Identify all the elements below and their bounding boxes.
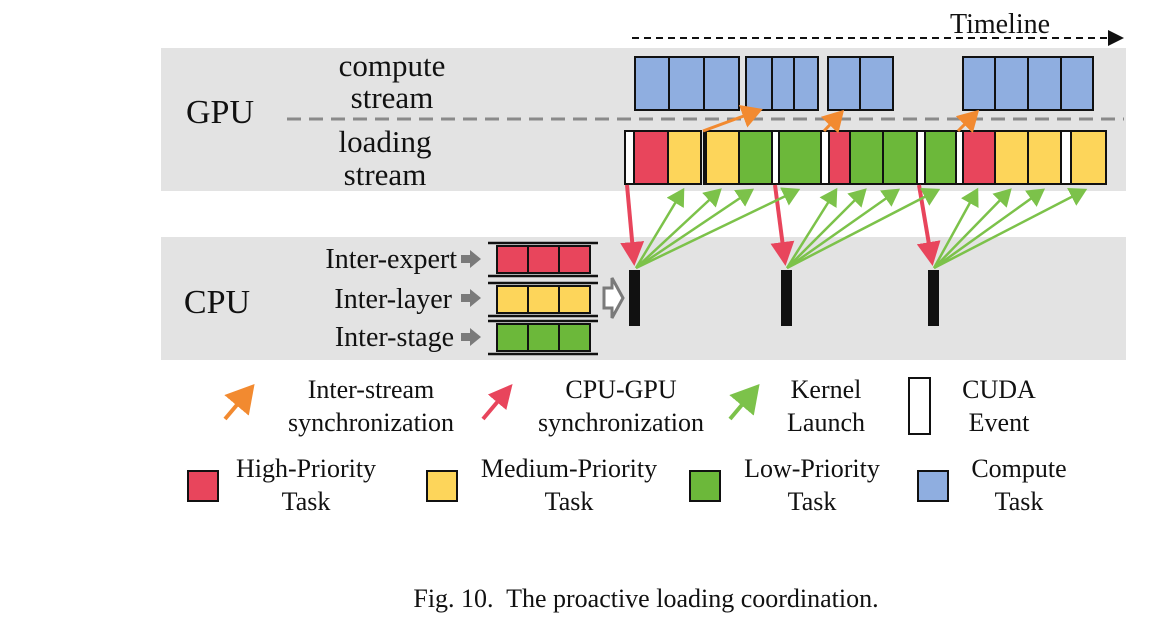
loading-stream-tasks bbox=[624, 130, 1107, 185]
compute-legend-swatch bbox=[917, 470, 949, 502]
cpu-gpu-sync-arrow bbox=[620, 184, 645, 266]
low-priority-task bbox=[849, 130, 884, 185]
legend-kernel-line-2: Launch bbox=[787, 408, 865, 437]
cuda-event-legend-icon bbox=[908, 377, 931, 435]
cpu-thread-bar bbox=[928, 270, 939, 326]
kernel-launch-arrow bbox=[933, 188, 1012, 269]
low-priority-task bbox=[738, 130, 773, 185]
medium-priority-task bbox=[705, 130, 740, 185]
cuda-event bbox=[916, 130, 926, 185]
low-priority-task bbox=[882, 130, 918, 185]
high-priority-task bbox=[633, 130, 669, 185]
priority-queues bbox=[488, 241, 598, 356]
kernel-launch-arrow bbox=[634, 187, 685, 269]
legend-low-line-2: Task bbox=[788, 487, 837, 516]
high-priority-task bbox=[828, 130, 851, 185]
compute-stream-tasks bbox=[634, 56, 1094, 111]
high-priority-legend-swatch bbox=[187, 470, 219, 502]
queue-label-inter-expert: Inter-expert bbox=[325, 244, 457, 275]
queue-arrow-icon bbox=[461, 328, 481, 346]
legend-compute-line-1: Compute bbox=[971, 454, 1066, 483]
kernel-launch-arrows bbox=[634, 187, 1088, 270]
kernel-launch-arrow bbox=[635, 187, 801, 270]
queue-arrow-icon bbox=[461, 289, 481, 307]
queue-input-arrows bbox=[461, 250, 481, 346]
medium-priority-queue bbox=[496, 285, 591, 314]
queue-label-inter-layer: Inter-layer bbox=[334, 284, 452, 315]
kernel-launch-arrow bbox=[635, 188, 755, 270]
low-priority-legend-swatch bbox=[689, 470, 721, 502]
high-priority-task bbox=[962, 130, 996, 185]
loading-stream-label-1: loading bbox=[339, 124, 432, 159]
cuda-event bbox=[820, 130, 830, 185]
cuda-event bbox=[624, 130, 635, 185]
compute-task-group bbox=[634, 56, 740, 111]
medium-priority-task bbox=[1070, 130, 1107, 185]
cuda-event bbox=[1060, 130, 1072, 185]
kernel-launch-arrow bbox=[933, 187, 1088, 270]
low-priority-task bbox=[778, 130, 822, 185]
kernel-launch-arrow bbox=[933, 188, 1046, 270]
cpu-thread-bar bbox=[629, 270, 640, 326]
cuda-event bbox=[771, 130, 780, 185]
cuda-event bbox=[955, 130, 964, 185]
legend-compute-line-2: Task bbox=[995, 487, 1044, 516]
legend-low-line-1: Low-Priority bbox=[744, 454, 880, 483]
legend-medium-line-2: Task bbox=[545, 487, 594, 516]
inter-stream-sync-arrow bbox=[955, 109, 980, 134]
kernel-launch-arrow bbox=[635, 188, 722, 269]
figure-caption: Fig. 10. The proactive loading coordinat… bbox=[413, 584, 878, 613]
legend-cuda-line-2: Event bbox=[969, 408, 1030, 437]
legend-inter-stream-line-1: Inter-stream bbox=[308, 375, 435, 404]
gpu-label: GPU bbox=[186, 94, 254, 131]
cpu-gpu-sync-legend-icon bbox=[481, 383, 513, 421]
legend-cuda-line-1: CUDA bbox=[962, 375, 1036, 404]
cpu-gpu-sync-arrow bbox=[770, 184, 795, 266]
inter-stream-sync-legend-icon bbox=[223, 383, 255, 421]
inter-stream-sync-arrow bbox=[820, 109, 845, 134]
queue-arrow-icon bbox=[461, 250, 481, 268]
compute-stream-label-1: compute bbox=[339, 48, 446, 83]
kernel-launch-arrow bbox=[786, 188, 901, 270]
inter-stream-sync-arrows bbox=[702, 104, 980, 134]
legend-cpu-gpu-line-2: synchronization bbox=[538, 408, 704, 437]
legend-high-line-2: Task bbox=[282, 487, 331, 516]
queue-label-inter-stage: Inter-stage bbox=[335, 322, 454, 353]
dispatch-arrow-icon bbox=[602, 277, 625, 319]
compute-task-group bbox=[745, 56, 819, 111]
low-priority-task bbox=[924, 130, 957, 185]
legend-inter-stream-line-2: synchronization bbox=[288, 408, 454, 437]
medium-priority-task bbox=[667, 130, 702, 185]
legend-cpu-gpu-line-1: CPU-GPU bbox=[565, 375, 676, 404]
low-priority-queue bbox=[496, 323, 591, 352]
kernel-launch-arrow bbox=[785, 187, 838, 269]
medium-priority-task bbox=[1027, 130, 1062, 185]
high-priority-queue bbox=[496, 245, 591, 274]
inter-stream-sync-arrow bbox=[702, 104, 763, 133]
cpu-thread-bar bbox=[781, 270, 792, 326]
legend-row-2: High-Priority Task Medium-Priority Task … bbox=[187, 454, 1067, 516]
compute-stream-label-2: stream bbox=[351, 80, 434, 115]
legend-row-1: Inter-stream synchronization CPU-GPU syn… bbox=[223, 375, 1036, 437]
timeline-label: Timeline bbox=[950, 9, 1050, 40]
kernel-launch-arrow bbox=[786, 188, 867, 269]
loading-stream-label-2: stream bbox=[344, 157, 427, 192]
legend-kernel-line-1: Kernel bbox=[791, 375, 862, 404]
kernel-launch-arrow bbox=[786, 187, 941, 270]
legend-medium-line-1: Medium-Priority bbox=[481, 454, 657, 483]
cpu-label: CPU bbox=[184, 284, 250, 321]
medium-priority-task bbox=[994, 130, 1029, 185]
kernel-launch-arrow bbox=[932, 187, 979, 269]
kernel-launch-legend-icon bbox=[728, 383, 760, 421]
medium-priority-legend-swatch bbox=[426, 470, 458, 502]
legend-high-line-1: High-Priority bbox=[236, 454, 376, 483]
